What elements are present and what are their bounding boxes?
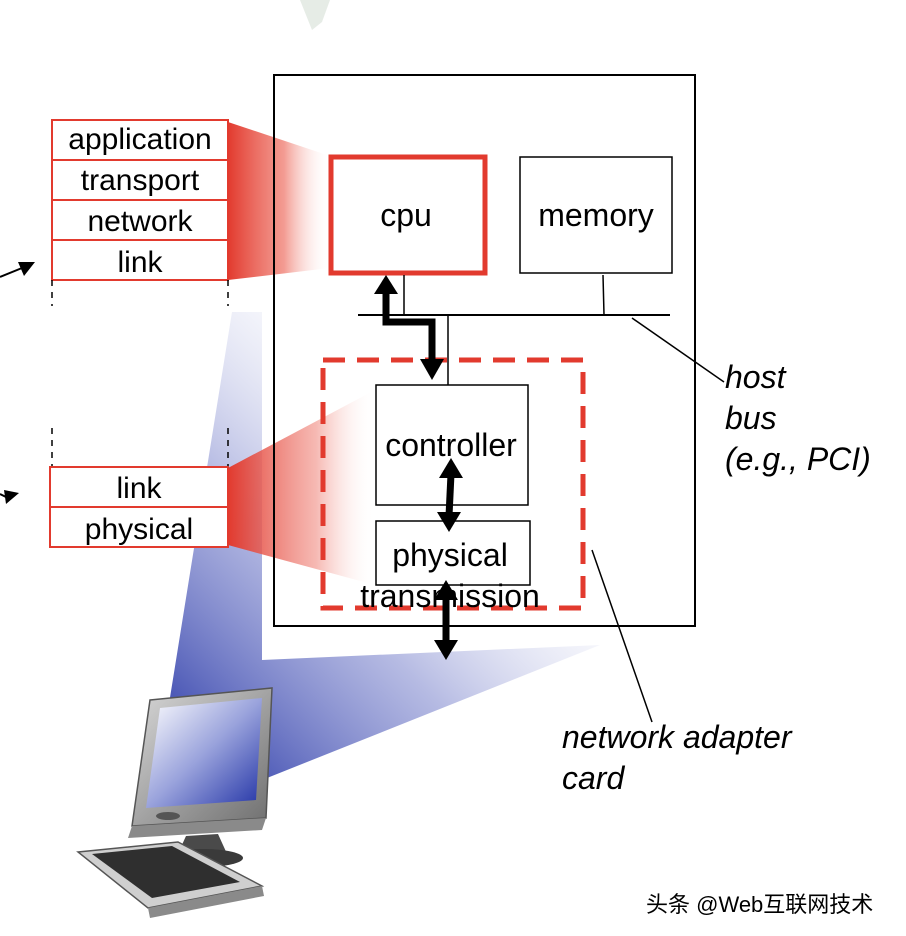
- stack-layer-link-label: link: [117, 246, 163, 279]
- physical-label-line1: physical: [392, 537, 508, 573]
- stack-layer-application: [51, 119, 229, 161]
- stack-layer-network-label: network: [87, 205, 193, 238]
- adapter-annotation-1: network adapter: [562, 719, 793, 755]
- stack-layer-link-bottom-label: link: [116, 472, 162, 505]
- stack-layer-transport: [51, 159, 229, 201]
- host-bus-leader: [631, 317, 725, 383]
- adapter-card-box: [320, 357, 586, 611]
- red-wedge-top: [228, 122, 330, 280]
- physical-outside-arrow: [434, 580, 458, 660]
- stack-layer-network: [51, 199, 229, 241]
- adapter-leader: [591, 549, 653, 723]
- incoming-arrow-top: [0, 262, 35, 278]
- cpu-box: [328, 154, 488, 276]
- stack-layer-physical-label: physical: [85, 513, 193, 546]
- faint-top-decoration: [300, 0, 330, 30]
- desktop-computer-icon: [76, 687, 273, 918]
- cpu-controller-arrow: [374, 275, 444, 380]
- watermark-text: 头条 @Web互联网技术: [646, 892, 873, 917]
- stack-layer-physical: [49, 506, 229, 548]
- host-bus-annotation-3: (e.g., PCI): [725, 441, 871, 477]
- stack-layer-application-label: application: [68, 123, 211, 156]
- memory-label: memory: [538, 197, 654, 233]
- protocol-stack-bottom: link physical: [49, 466, 229, 548]
- incoming-arrow-bottom: [0, 490, 19, 504]
- cpu-label: cpu: [380, 197, 432, 233]
- host-bus-annotation-2: bus: [725, 400, 777, 436]
- red-wedge-bottom: [228, 390, 375, 585]
- memory-bus-tap: [602, 274, 605, 316]
- controller-label: controller: [385, 427, 517, 463]
- stack-layer-transport-label: transport: [81, 164, 200, 197]
- host-bus-annotation-1: host: [725, 359, 787, 395]
- adapter-annotation-2: card: [562, 760, 625, 796]
- host-box: [273, 74, 696, 627]
- blue-beam: [168, 312, 600, 780]
- physical-box: [375, 520, 531, 586]
- controller-physical-arrow: [437, 458, 463, 532]
- stack-layer-link: [51, 239, 229, 281]
- memory-box: [519, 156, 673, 274]
- protocol-stack-top: application transport network link: [51, 119, 229, 281]
